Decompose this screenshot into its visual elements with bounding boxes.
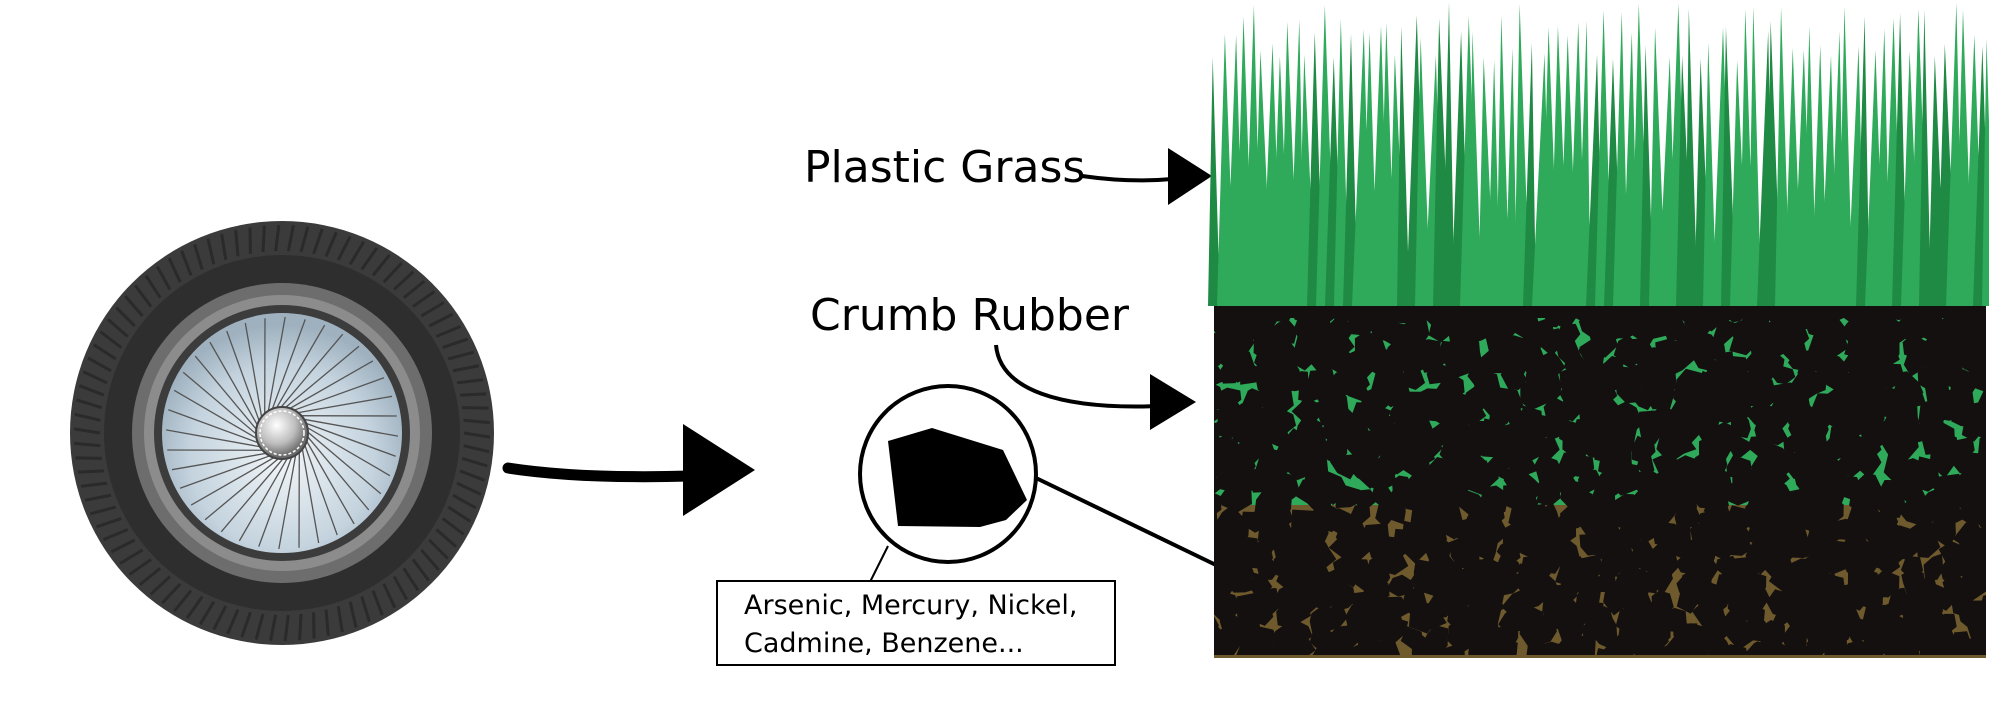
rubber-top-edge [1214,304,1986,318]
arrow-icon [508,424,755,516]
tread-mark [462,408,488,409]
arrow-icon [996,345,1196,430]
rubber-crumb [1495,641,1518,665]
tread-mark [263,226,264,252]
tire-icon [70,221,494,645]
tread-mark [78,471,104,472]
chemicals-line-1: Arsenic, Mercury, Nickel, [744,592,1077,619]
tread-mark [75,458,101,459]
plastic-grass-label: Plastic Grass [804,146,1085,190]
plastic-grass-layer [1208,2,1989,306]
crumb-rubber-layer [1186,291,1989,676]
rubber-crumb [1188,311,1216,343]
chemicals-line-2: Cadmine, Benzene... [744,630,1024,657]
chemicals-box: Arsenic, Mercury, Nickel, Cadmine, Benze… [716,580,1116,666]
rubber-crumb [1633,633,1661,665]
turf-cross-section [1186,2,1989,675]
tire-hub [256,407,308,459]
arrow-icon [1082,148,1212,205]
crumb-rubber-label: Crumb Rubber [810,294,1129,338]
rubber-crumb [1190,502,1217,533]
tread-mark [300,614,301,640]
rubber-crumb [1186,434,1216,459]
tread-mark [460,394,486,395]
